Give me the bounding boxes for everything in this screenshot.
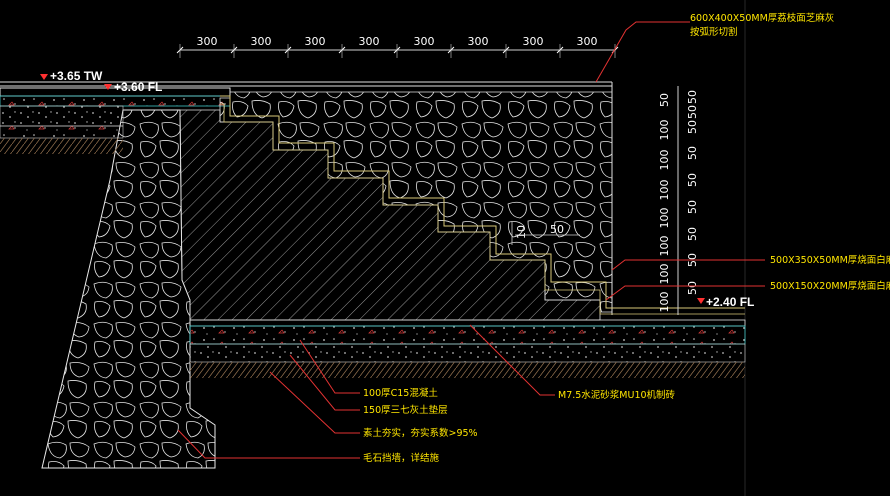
dim-label-right-col: 50 [686, 227, 699, 241]
dim-label-top: 300 [577, 35, 598, 48]
stair-finish-line-inner [220, 103, 745, 315]
dim-label-top: 300 [468, 35, 489, 48]
annotation-top-finish-2: 按弧形切割 [690, 26, 738, 38]
level-label-upper-fl: +3.60 FL [114, 80, 162, 94]
annotation-masonry: M7.5水泥砂浆MU10机制砖 [558, 389, 676, 401]
dim-label-right-col: 50 [686, 146, 699, 160]
dim-label-right-col: 50 [686, 120, 699, 134]
top-dimension-chain: 300 300 300 300 300 300 300 300 [176, 35, 619, 58]
dim-label-top: 300 [359, 35, 380, 48]
dim-label-tread: 50 [550, 223, 564, 236]
dim-label-left-col: 100 [658, 120, 671, 141]
annotation-riser: 500X150X20MM厚烧面白麻 [770, 280, 890, 292]
level-mark-lower-fl: +2.40 FL [697, 295, 754, 309]
level-label-tw: +3.65 TW [50, 69, 103, 83]
annotation-concrete: 100厚C15混凝土 [363, 387, 438, 399]
leader-lines [177, 21, 765, 459]
dim-label-top: 300 [523, 35, 544, 48]
dim-label-right-col: 50 [686, 173, 699, 187]
annotation-tread: 500X350X50MM厚烧面白麻 [770, 254, 890, 266]
dim-label-top: 300 [414, 35, 435, 48]
annotation-compaction: 素土夯实，夯实系数>95% [363, 427, 478, 439]
dim-label-left-col: 100 [658, 208, 671, 229]
dim-label-left-col: 50 [658, 93, 671, 107]
dim-label-right-col: 50 [686, 200, 699, 214]
right-dimension-chain: 50 100 100 100 100 100 100 100 50 50 50 … [658, 86, 699, 315]
dim-label-top: 300 [305, 35, 326, 48]
annotation-rubble-wall: 毛石挡墙，详结施 [363, 452, 440, 464]
level-label-lower-fl: +2.40 FL [706, 295, 754, 309]
annotation-lime-soil: 150厚三七灰土垫层 [363, 404, 448, 416]
dim-label-left-col: 100 [658, 264, 671, 285]
dim-label-left-col: 100 [658, 150, 671, 171]
dim-label-riser: 10 [515, 225, 528, 239]
lower-slab-layers [189, 319, 746, 378]
level-mark-upper-fl: +3.60 FL [104, 80, 162, 94]
upper-ground-layers [0, 81, 612, 154]
annotation-top-finish: 600X400X50MM厚荔枝面芝麻灰 [690, 12, 834, 24]
level-mark-tw: +3.65 TW [40, 69, 103, 83]
dim-label-left-col: 100 [658, 292, 671, 313]
stair-finish-line [220, 95, 745, 309]
dim-label-top: 300 [197, 35, 218, 48]
dim-label-right-col: 50 [686, 90, 699, 104]
dim-label-left-col: 100 [658, 180, 671, 201]
dim-label-right-col: 50 [686, 281, 699, 295]
dim-label-left-col: 100 [658, 236, 671, 257]
dim-label-top: 300 [251, 35, 272, 48]
dim-label-right-col: 50 [686, 105, 699, 119]
